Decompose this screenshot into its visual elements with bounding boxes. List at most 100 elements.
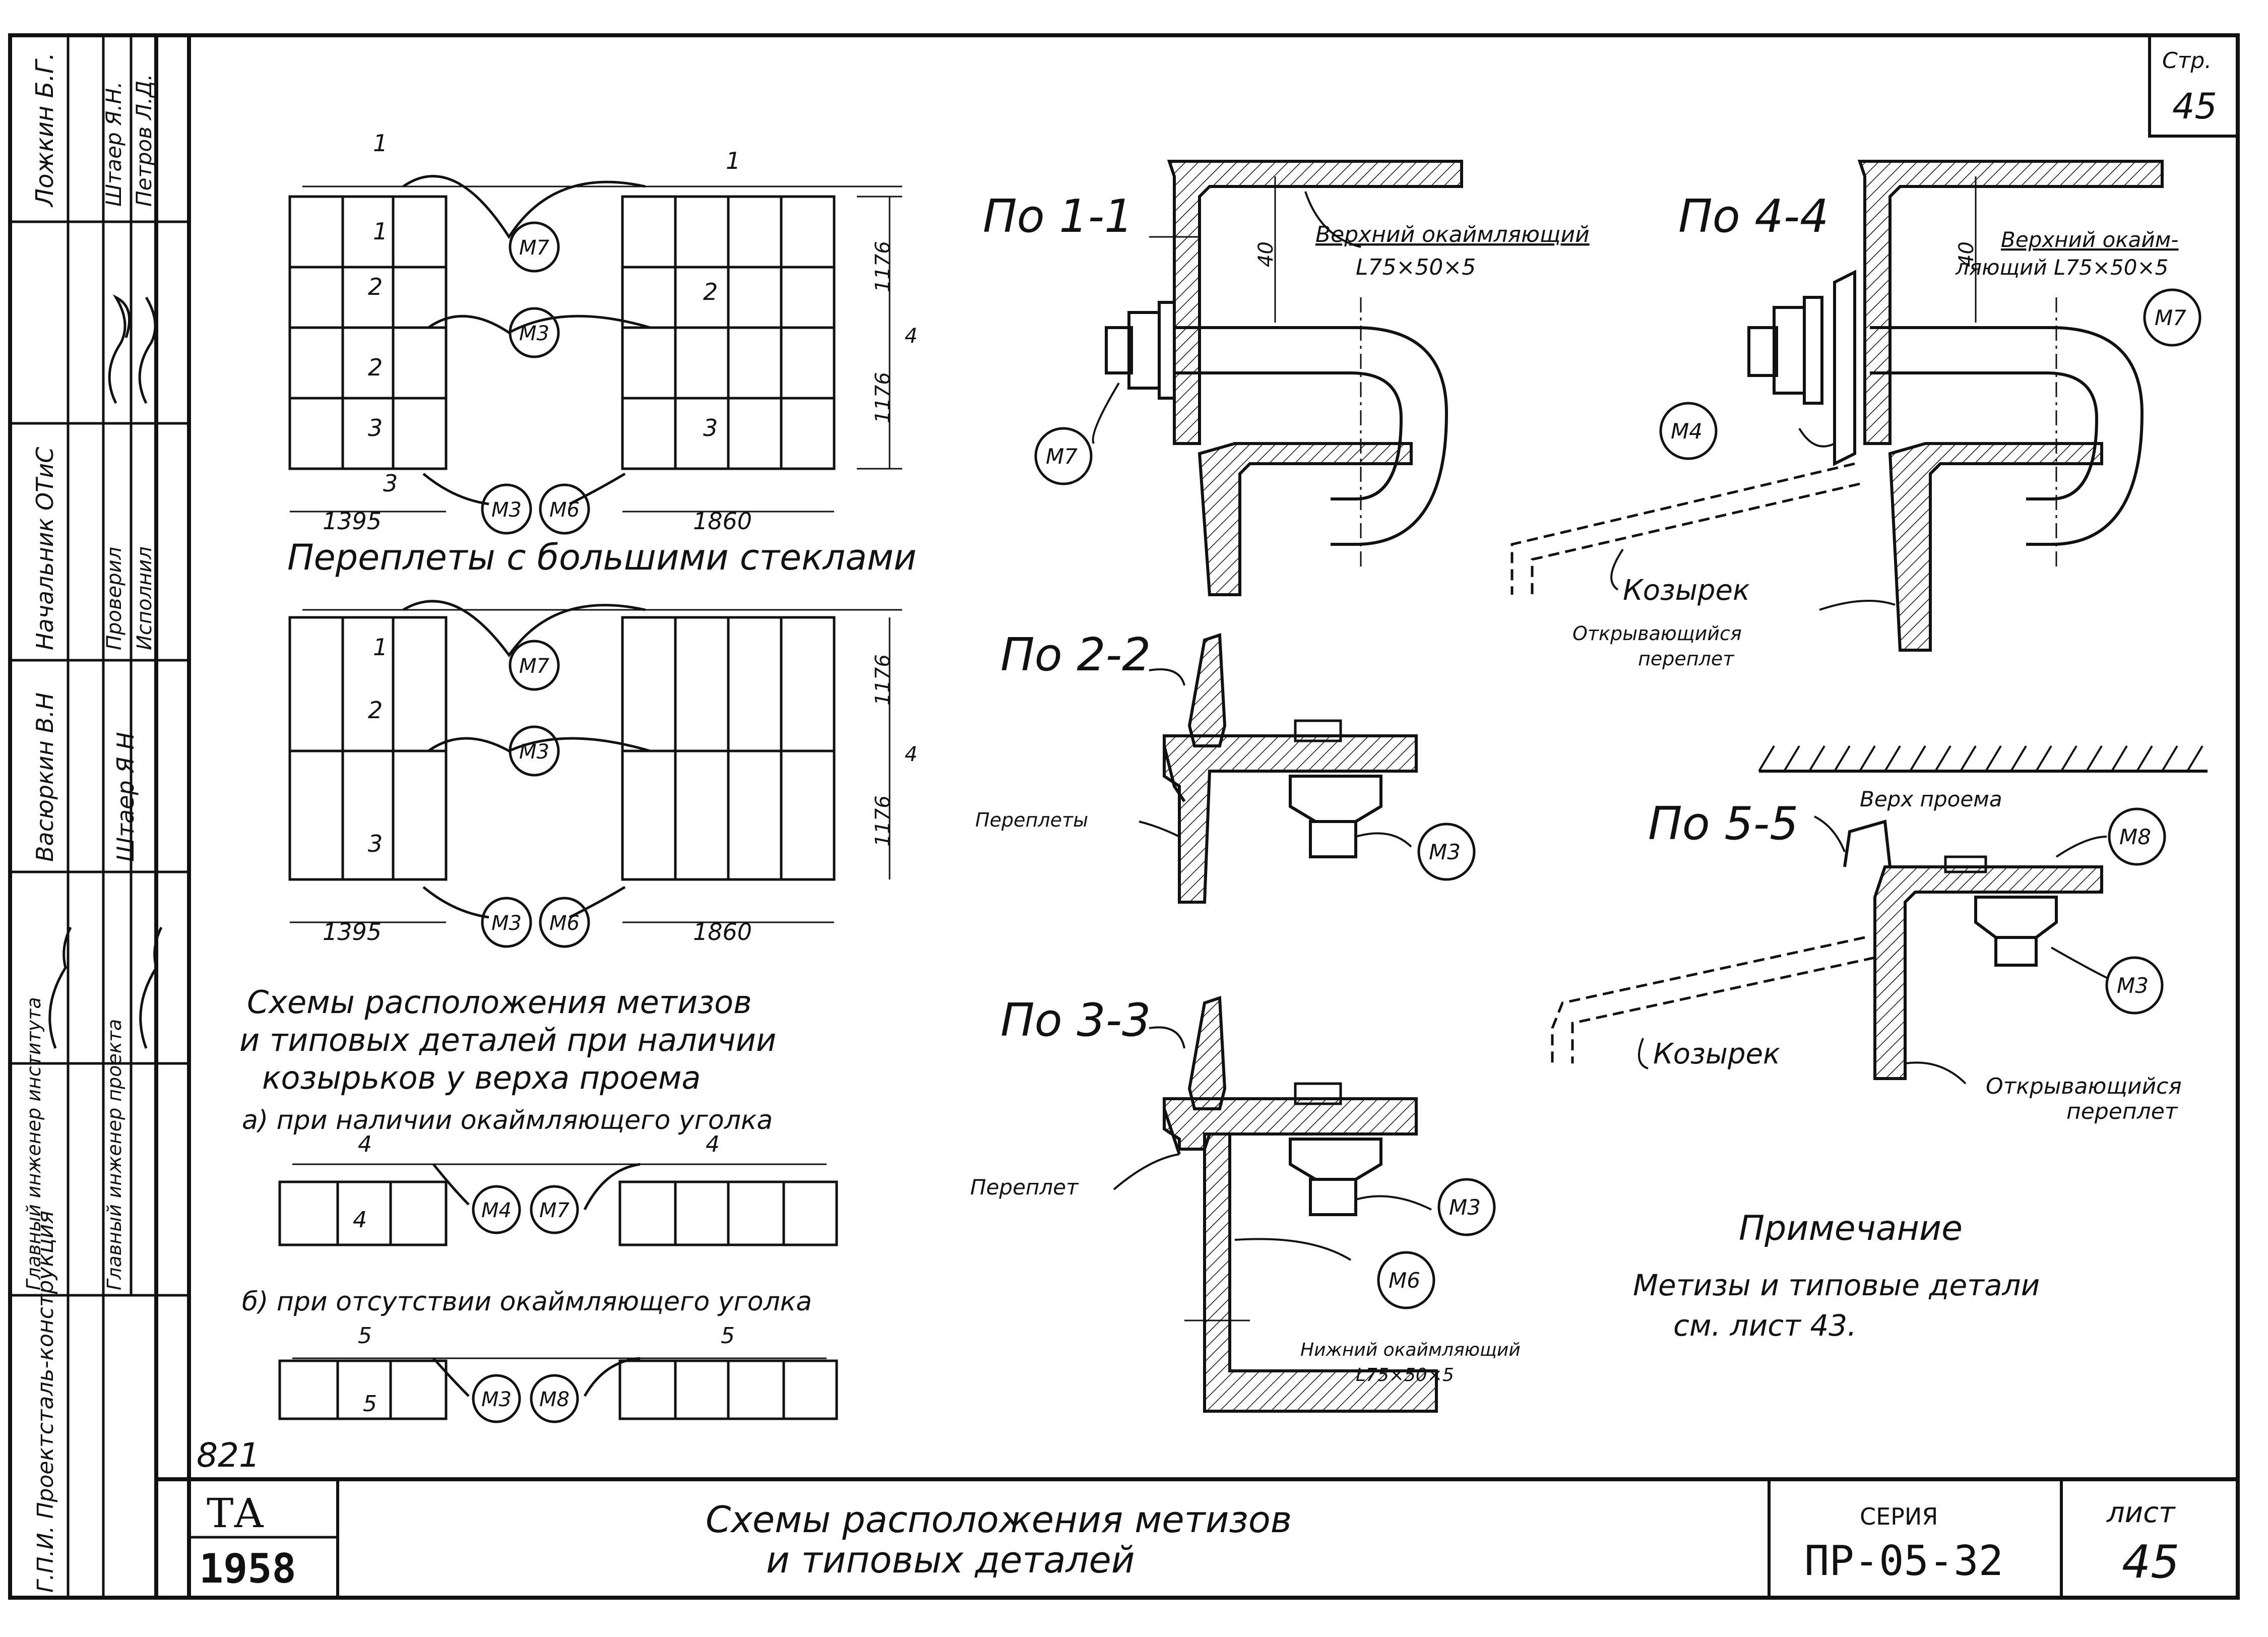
- m7-44: М7: [2155, 305, 2186, 330]
- section-4-4: [1510, 160, 2164, 652]
- signature-4: [139, 926, 163, 1049]
- sec-3-right: 3: [703, 414, 718, 442]
- page-label: Стр.: [2162, 48, 2212, 74]
- m3-upper: М3: [519, 322, 549, 345]
- grid-case-a: [278, 1163, 838, 1246]
- m4-case-a: М4: [481, 1199, 512, 1222]
- m6-33: М6: [1389, 1268, 1420, 1293]
- dim-40-11: 40: [1254, 241, 1278, 267]
- sheet-value: 45: [2122, 1536, 2180, 1589]
- callouts-upper: [481, 221, 590, 535]
- section-1-1: [1092, 160, 1463, 596]
- m3-33: М3: [1449, 1195, 1481, 1220]
- top-of-opening: Верх проема: [1860, 787, 2002, 811]
- dim-1860-lower: 1860: [693, 918, 752, 946]
- top-angle-11-b: L75×50×5: [1356, 255, 1476, 280]
- stamp-role-4: Проверил: [103, 547, 126, 650]
- section-4-4-title: По 4-4: [1678, 190, 1829, 243]
- dim-1176-c: 1176: [871, 654, 895, 706]
- m8-case-b: М8: [539, 1388, 570, 1411]
- title-block: ТА 1958 Схемы расположения метизов и тип…: [156, 1436, 2238, 1598]
- top-angle-44-a: Верхний окайм-: [2001, 227, 2179, 252]
- m3-lower-b: М3: [491, 912, 522, 935]
- dim-1176-b: 1176: [871, 372, 895, 423]
- stamp-name-1: Ложкин Б.Г.: [31, 52, 59, 208]
- callout-m7-44: [2143, 288, 2201, 347]
- bottom-angle-a: Нижний окаймляющий: [1300, 1340, 1521, 1360]
- note-line-2: см. лист 43.: [1673, 1308, 1857, 1343]
- sheet-label: лист: [2106, 1496, 2176, 1529]
- signature-3: [48, 926, 72, 1049]
- visor-55: Козырек: [1653, 1038, 1780, 1071]
- title-line-1: Схемы расположения метизов: [706, 1498, 1292, 1541]
- caption-large-glass: Переплеты с большими стеклами: [287, 537, 916, 578]
- dim-40-44: 40: [1955, 241, 1978, 267]
- signature-1: [108, 294, 131, 404]
- m6-lower: М6: [549, 912, 580, 935]
- year: 1958: [199, 1545, 296, 1592]
- callout-m3-33: [1437, 1178, 1496, 1236]
- dim-1395-lower: 1395: [323, 918, 382, 946]
- top-angle-11-a: Верхний окаймляющий: [1315, 222, 1590, 247]
- m6-upper: М6: [549, 498, 580, 522]
- sec-3-lower: 3: [368, 830, 383, 857]
- m3-upper-b: М3: [491, 498, 522, 522]
- drawing-number: 821: [197, 1436, 260, 1475]
- series-label: СЕРИЯ: [1860, 1503, 1938, 1530]
- m7-case-a: М7: [539, 1199, 570, 1222]
- dim-1176-a: 1176: [871, 241, 895, 292]
- sash-33: Переплет: [970, 1175, 1079, 1200]
- opening-55-a: Открывающийся: [1986, 1074, 2182, 1099]
- dim-1176-d: 1176: [871, 795, 895, 847]
- sheet-frame: [8, 33, 2240, 1600]
- sec-5-bot: 5: [363, 1391, 377, 1417]
- grid-upper: [288, 175, 902, 513]
- sec-4-right: 4: [706, 1131, 720, 1157]
- callout-m6-33: [1377, 1251, 1435, 1309]
- visor-44: Козырек: [1623, 574, 1750, 607]
- schemes-line-2: и типовых деталей при наличии: [239, 1022, 776, 1058]
- m4-44: М4: [1671, 419, 1703, 444]
- series-value: ПР-05-32: [1804, 1537, 2003, 1585]
- page-box: [2148, 34, 2239, 138]
- m3-55: М3: [2117, 973, 2149, 998]
- callout-m7-11: [1034, 427, 1093, 485]
- dim-1860-upper: 1860: [693, 508, 752, 535]
- dim-4-a: 4: [905, 325, 917, 348]
- sec-1-top: 1: [373, 130, 388, 157]
- section-2-2-title: По 2-2: [1000, 628, 1151, 681]
- sec-2-bot: 2: [368, 354, 383, 381]
- case-a: а) при наличии окаймляющего уголка: [242, 1105, 773, 1136]
- sec-3-bot: 3: [383, 470, 398, 497]
- opening-55-b: переплет: [2066, 1099, 2178, 1124]
- m3-22: М3: [1429, 840, 1461, 864]
- callout-m3-22: [1417, 823, 1476, 881]
- bottom-angle-b: L75×50×5: [1356, 1365, 1454, 1386]
- page-number: 45: [2172, 86, 2217, 127]
- sec-5-right: 5: [721, 1323, 735, 1349]
- stamp-role-5: Исполнил: [133, 546, 156, 650]
- m8-55: М8: [2119, 825, 2151, 849]
- sec-2-lower: 2: [368, 697, 383, 724]
- stamp-name-4: Васюркин В.Н: [31, 692, 58, 862]
- stamp-org: Г.П.И. Проектсталь-конструкция: [33, 1211, 58, 1593]
- section-2-2: [1139, 633, 1418, 904]
- dim-1395-upper: 1395: [323, 508, 382, 535]
- logo: ТА: [207, 1490, 264, 1537]
- m7-11: М7: [1046, 444, 1078, 469]
- note-line-1: Метизы и типовые детали: [1633, 1268, 2040, 1302]
- sec-1-lower: 1: [373, 634, 388, 661]
- callouts-lower: [481, 640, 590, 948]
- callout-m3-55: [2105, 956, 2164, 1015]
- section-1-1-title: По 1-1: [983, 190, 1133, 243]
- m3-case-b: М3: [481, 1388, 512, 1411]
- grid-case-b: [278, 1357, 838, 1423]
- section-5-5-title: По 5-5: [1648, 797, 1798, 850]
- section-3-3-title: По 3-3: [1000, 994, 1151, 1047]
- signature-2: [138, 296, 157, 404]
- opening-44-a: Открывающийся: [1572, 622, 1742, 645]
- sec-2-top: 2: [368, 273, 383, 300]
- case-b: б) при отсутствии окаймляющего уголка: [242, 1287, 812, 1317]
- section-5-5: [1551, 745, 2208, 1085]
